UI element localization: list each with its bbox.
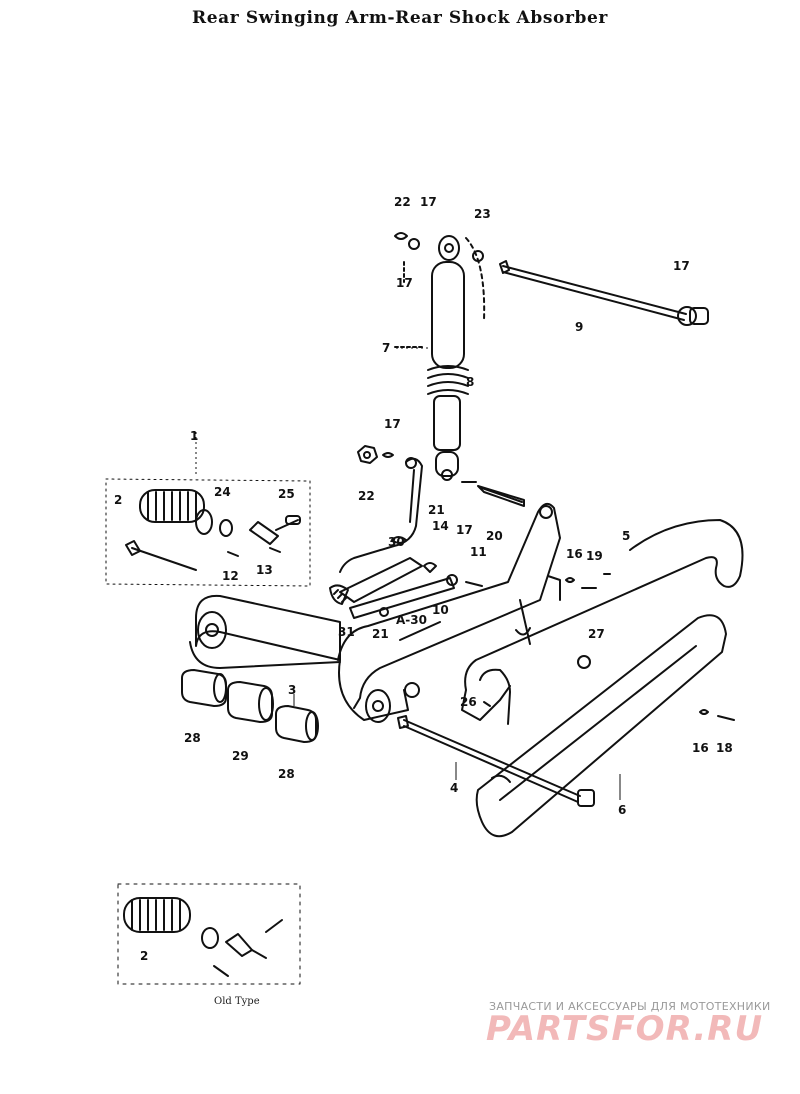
rear-shock-absorber	[394, 232, 486, 481]
callout-13: 13	[256, 563, 273, 577]
callout-7: 7	[382, 341, 390, 355]
callout-2b: 2	[140, 949, 148, 963]
old-type-caption: Old Type	[214, 996, 260, 1007]
callout-21a: 21	[428, 503, 445, 517]
callout-21b: 21	[372, 627, 389, 641]
callout-24: 24	[214, 485, 231, 499]
callout-3: 3	[288, 683, 296, 697]
callout-9: 9	[575, 320, 583, 334]
callout-19: 19	[586, 549, 603, 563]
link-rod	[329, 536, 483, 619]
callout-16b: 16	[692, 741, 709, 755]
callout-23: 23	[474, 207, 491, 221]
callout-30: 30	[388, 535, 405, 549]
old-type-inset	[117, 883, 301, 985]
callout-1: 1	[190, 429, 198, 443]
callout-28b: 28	[278, 767, 295, 781]
callout-a30: A-30	[396, 613, 427, 627]
callout-6: 6	[618, 803, 626, 817]
callout-22a: 22	[394, 195, 411, 209]
callout-10: 10	[432, 603, 449, 617]
callout-26: 26	[460, 695, 477, 709]
callout-16a: 16	[566, 547, 583, 561]
callout-14: 14	[432, 519, 449, 533]
callout-29: 29	[232, 749, 249, 763]
callout-27: 27	[588, 627, 605, 641]
callout-17b: 17	[396, 276, 413, 290]
footrest-grip	[105, 478, 311, 587]
watermark-logo: PARTSFOR.RU	[486, 1009, 764, 1049]
callout-17a: 17	[420, 195, 437, 209]
nuts-left	[357, 445, 394, 464]
callout-28a: 28	[184, 731, 201, 745]
callout-22b: 22	[358, 489, 375, 503]
callout-17e: 17	[456, 523, 473, 537]
swing-arm	[189, 502, 561, 723]
chain-case-lower	[475, 614, 727, 838]
callout-17c: 17	[673, 259, 690, 273]
shock-mount-bolt	[499, 260, 709, 326]
swing-arm-pivot-bolt	[397, 715, 595, 807]
callout-labels: 22 17 23 17 9 17 7 8 17 22 1 2 24 25 12 …	[114, 195, 733, 963]
callout-20: 20	[486, 529, 503, 543]
callout-4: 4	[450, 781, 458, 795]
callout-2a: 2	[114, 493, 122, 507]
callout-12: 12	[222, 569, 239, 583]
callout-25: 25	[278, 487, 295, 501]
frame-bracket	[339, 457, 525, 573]
callout-31: 31	[338, 625, 355, 639]
callout-18: 18	[716, 741, 733, 755]
leader-lines	[195, 347, 621, 800]
chain-case-upper	[461, 519, 744, 725]
pivot-bushings	[181, 669, 319, 743]
callout-17d: 17	[384, 417, 401, 431]
callout-5: 5	[622, 529, 630, 543]
callout-8: 8	[466, 375, 474, 389]
watermark-tagline: ЗАПЧАСТИ И АКСЕССУАРЫ ДЛЯ МОТОТЕХНИКИ	[489, 1000, 771, 1013]
callout-11: 11	[470, 545, 487, 559]
diagram-title: Rear Swinging Arm-Rear Shock Absorber	[192, 8, 608, 28]
small-bolts	[483, 573, 735, 721]
